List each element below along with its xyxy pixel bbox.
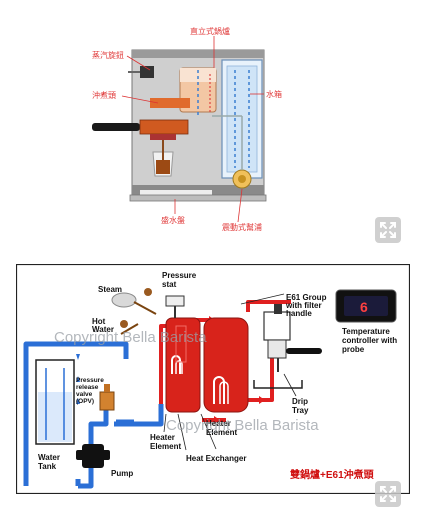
water-pipes (23, 341, 164, 489)
brew-boiler (203, 317, 249, 413)
label-water-tank: Water Tank (38, 453, 62, 471)
hot-water-tap-shape (120, 320, 139, 335)
label-pressure-stat-text: Pressure (162, 271, 197, 280)
label-heater-element-right: Heater Element (206, 419, 237, 437)
pump-shape (76, 444, 110, 468)
label-pressure-stat: Pressure stat (162, 271, 198, 289)
single-boiler-diagram: 蒸汽旋鈕 直立式鍋爐 沖煮頭 水箱 盛水盤 震動式幫浦 (0, 0, 425, 250)
expand-icon[interactable] (375, 217, 401, 243)
watermark-top: Copyright Bella Barista (54, 329, 207, 346)
label-vibration-pump: 震動式幫浦 (222, 222, 262, 232)
dual-boiler-diagram: 6 Steam Pressure stat E61 Group with fil… (15, 263, 411, 495)
label-pump: Pump (111, 469, 133, 478)
leader-lines (163, 293, 297, 451)
label-temperature-controller: Temperature controller with probe (342, 327, 399, 354)
pressure-stat-shape (165, 295, 185, 318)
label-steam-knob: 蒸汽旋鈕 (92, 50, 124, 60)
watermark-bottom: Copyright Bella Barista (166, 417, 319, 434)
boiler-shape (150, 67, 217, 118)
expand-icon[interactable] (375, 481, 401, 507)
label-hot-water: Hot Water (92, 317, 114, 334)
opv-valve-shape (99, 384, 115, 411)
label-heater-element-left: Heater Element (150, 433, 181, 451)
leader-lines (121, 36, 264, 223)
label-e61-group: E61 Group with filter handle (285, 293, 329, 318)
e61-group-shape (253, 304, 322, 389)
label-standalone-boiler: 直立式鍋爐 (190, 26, 230, 36)
pump-shape (212, 115, 252, 189)
label-title-cn: 雙鍋爐+E61沖煮頭 (290, 468, 375, 481)
label-drip-tray: 盛水盤 (161, 215, 185, 225)
steam-wand-shape (111, 288, 157, 315)
temperature-controller: 6 (335, 289, 397, 323)
label-steam: Steam (98, 285, 122, 294)
label-water-tank-cn: 水箱 (266, 89, 282, 99)
label-prv: Pressure release valve (OPV) (76, 377, 106, 405)
label-group-head: 沖煮頭 (92, 90, 116, 100)
controller-readout: 6 (360, 299, 368, 315)
steam-knob-shape (128, 66, 154, 78)
heat-exchanger-boiler (165, 317, 201, 413)
cup-shape (152, 140, 174, 177)
label-drip-tray: Drip Tray (292, 397, 310, 415)
label-heat-exchanger: Heat Exchanger (186, 454, 246, 463)
group-head-shape (92, 119, 189, 140)
water-tank-shape (35, 359, 75, 445)
